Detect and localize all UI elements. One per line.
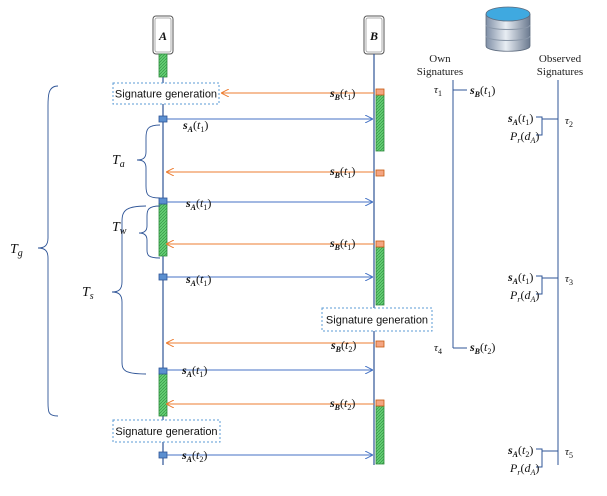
msg-label-3: sB(t1) — [329, 164, 355, 180]
msg-label-8: sA(t1) — [181, 363, 207, 379]
msg-label-4: sA(t1) — [185, 196, 211, 212]
observed-header-line1: Observed — [539, 53, 582, 65]
activation-b-3 — [375, 405, 385, 465]
sig-gen-label-3: Signature generation — [115, 426, 217, 438]
own-sig-1: sB(t1) — [469, 83, 495, 99]
own-header-line2: Signatures — [417, 66, 463, 78]
msg-label-6: sA(t1) — [185, 272, 211, 288]
obs-p-1: Pr(dA) — [509, 129, 539, 145]
brace-tg — [37, 85, 59, 417]
tg-label: Tg — [10, 242, 23, 259]
sig-gen-box-1: Signature generation — [112, 82, 220, 105]
activation-a-1 — [158, 53, 168, 78]
activation-a-3 — [158, 373, 168, 417]
obs-p-2: Pr(dA) — [509, 288, 539, 304]
tw-label: Tw — [112, 220, 127, 237]
sig-gen-box-3: Signature generation — [112, 419, 221, 443]
msg-label-9: sB(t2) — [329, 396, 355, 412]
tau-1: τ1 — [434, 84, 442, 98]
obs-sig-2: sA(t1) — [507, 270, 533, 286]
obs-sig-1: sA(t1) — [507, 111, 533, 127]
entity-a-label: A — [158, 29, 167, 43]
observed-header-line2: Signatures — [537, 66, 583, 78]
msg-label-10: sA(t2) — [181, 448, 207, 464]
ta-label: Ta — [112, 153, 125, 170]
sig-gen-label-1: Signature generation — [115, 89, 217, 101]
entity-b-label: B — [369, 29, 378, 43]
brace-ta — [136, 124, 161, 199]
tau-2: τ2 — [565, 115, 573, 129]
obs-sig-3: sA(t2) — [507, 443, 533, 459]
msg-label-2: sA(t1) — [182, 118, 208, 134]
msg-label-1: sB(t1) — [329, 86, 355, 102]
timeline-connectors — [453, 89, 558, 468]
sig-gen-box-2: Signature generation — [321, 307, 433, 332]
brace-ts — [111, 205, 147, 375]
own-header-line1: Own — [429, 53, 451, 65]
tau-4: τ4 — [434, 342, 442, 356]
tau-5: τ5 — [565, 446, 573, 460]
brace-tw — [138, 205, 161, 259]
activation-b-2 — [375, 246, 385, 306]
database-icon — [485, 6, 531, 52]
entity-b: B — [363, 15, 385, 55]
entity-a: A — [152, 15, 174, 55]
ts-label: Ts — [82, 285, 94, 302]
sig-gen-label-2: Signature generation — [326, 315, 428, 327]
activation-b-1 — [375, 94, 385, 152]
tau-3: τ3 — [565, 273, 573, 287]
msg-label-7: sB(t2) — [330, 338, 356, 354]
own-sig-2: sB(t2) — [469, 340, 495, 356]
lifeline-markers — [158, 88, 385, 459]
obs-p-3: Pr(dA) — [509, 461, 539, 477]
activation-a-2 — [158, 203, 168, 257]
msg-label-5: sB(t1) — [329, 236, 355, 252]
